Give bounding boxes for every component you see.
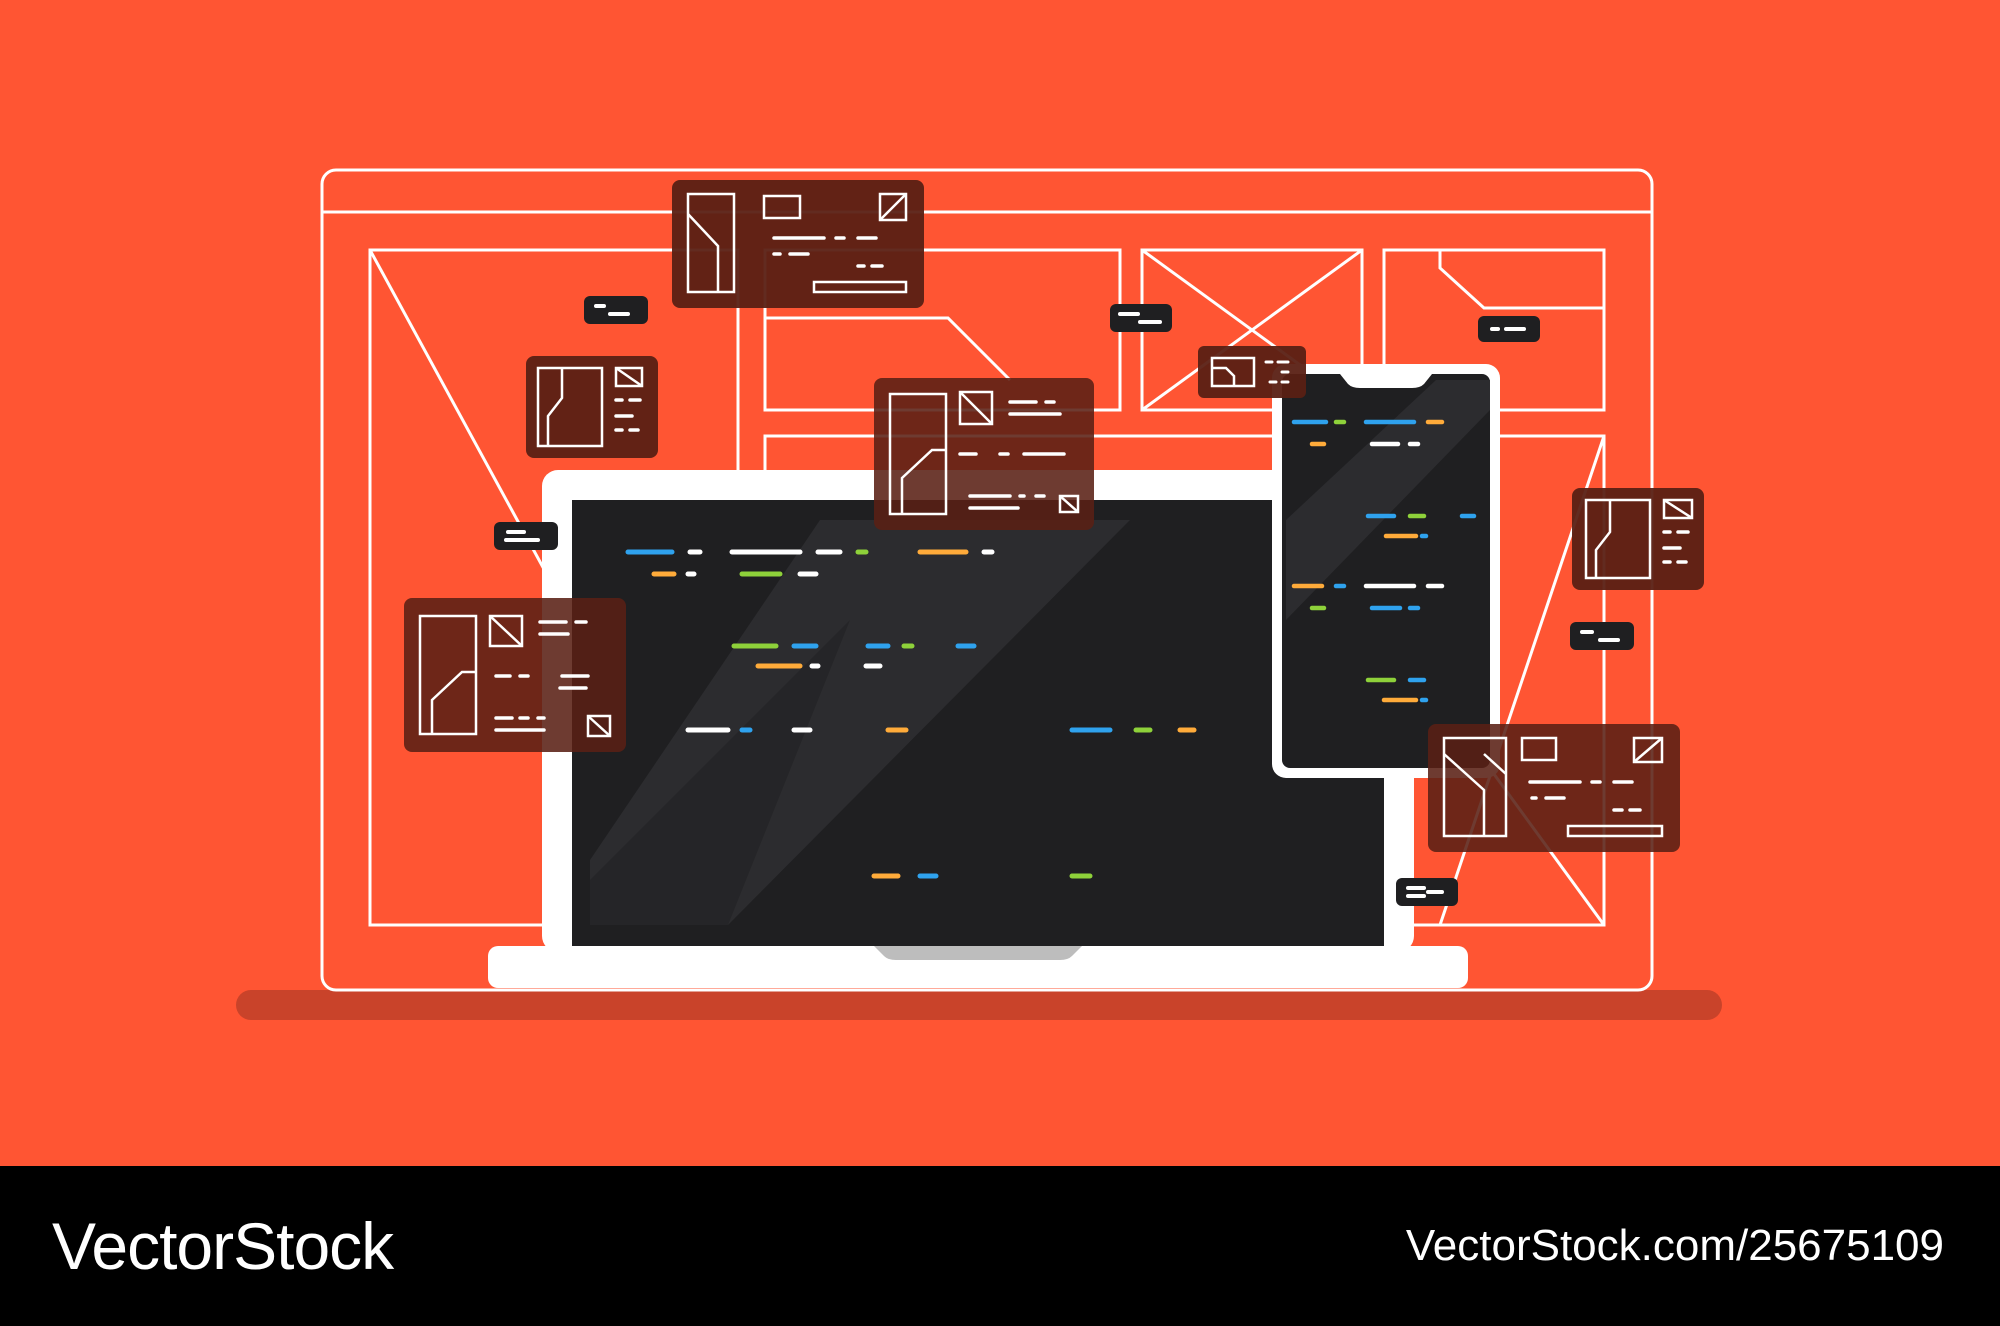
phone-code xyxy=(1291,419,1477,703)
component-card-top xyxy=(672,180,924,308)
wireframe-browser xyxy=(320,168,1654,992)
responsive-design-illustration xyxy=(236,168,1722,1020)
pill-tags xyxy=(494,296,1634,906)
component-card-center xyxy=(874,378,1094,530)
component-card-right xyxy=(1428,724,1680,852)
component-card-left xyxy=(404,598,626,752)
component-card-left-small xyxy=(526,356,658,458)
laptop xyxy=(488,470,1468,988)
ground-shadow xyxy=(236,990,1722,1020)
laptop-code xyxy=(625,549,1197,879)
vectorstock-logo: VectorStock xyxy=(52,1209,394,1283)
phone-screen xyxy=(1282,374,1490,768)
watermark-footer: VectorStock VectorStock.com/25675109 xyxy=(0,1166,2000,1326)
component-card-tiny xyxy=(1198,346,1306,398)
image-reference: VectorStock.com/25675109 xyxy=(1405,1221,1944,1270)
smartphone xyxy=(1272,364,1500,778)
laptop-base xyxy=(488,946,1468,988)
component-card-right-small xyxy=(1572,488,1704,590)
